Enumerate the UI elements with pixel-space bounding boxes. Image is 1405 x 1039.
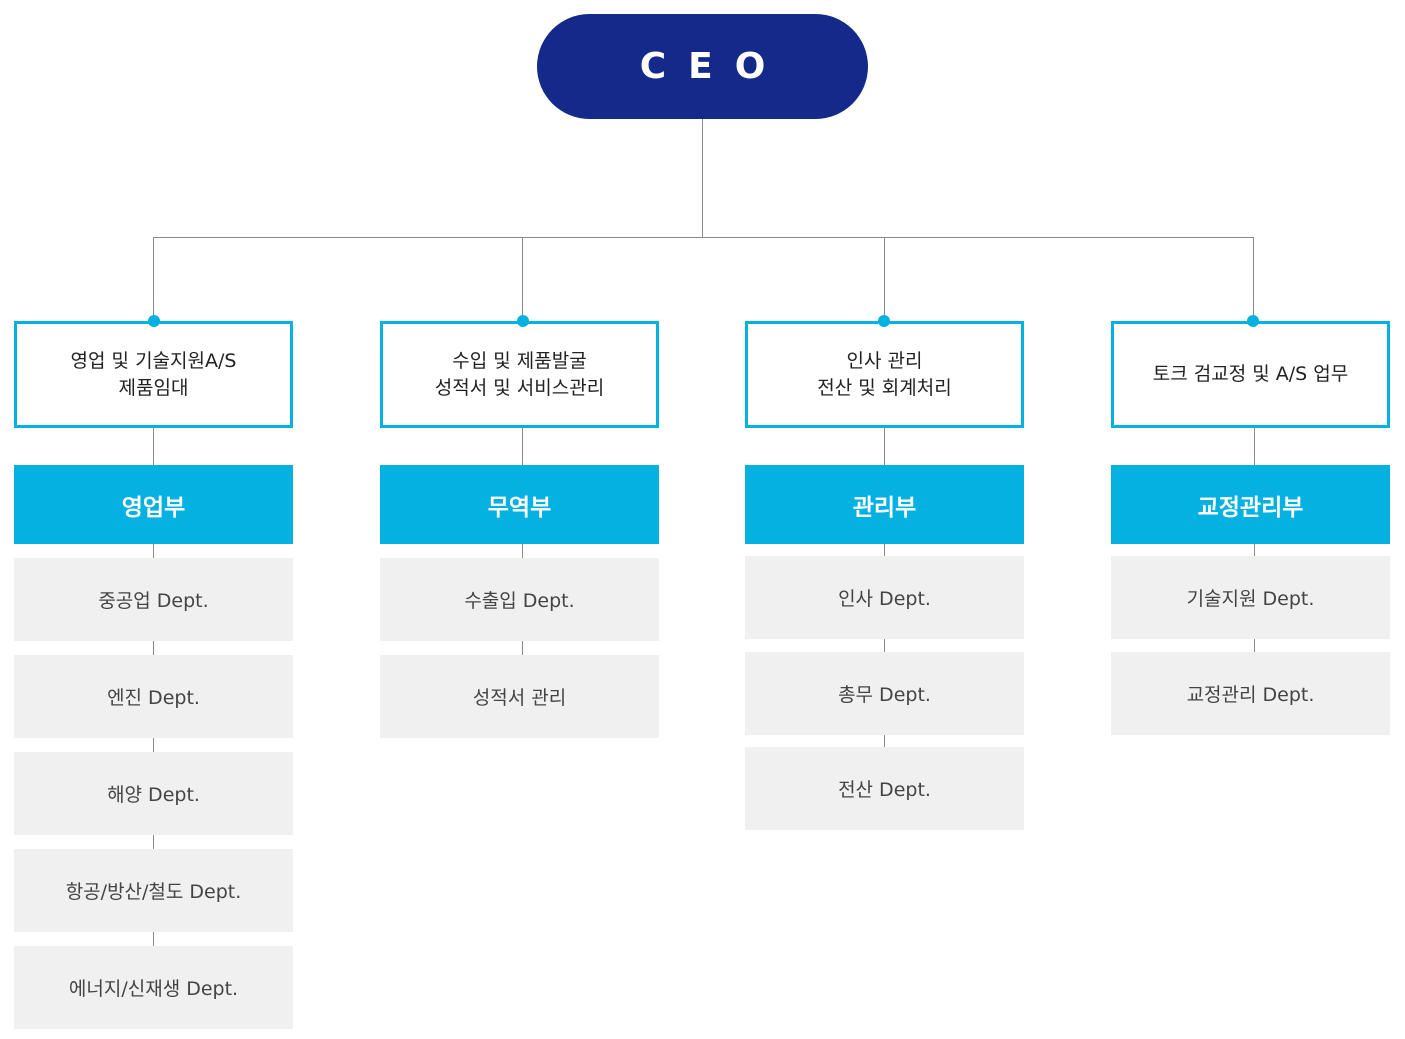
dept-admin: 관리부 xyxy=(745,465,1024,544)
sub-label: 해양 Dept. xyxy=(107,784,200,806)
dept-trade: 무역부 xyxy=(380,465,659,544)
dept-sales: 영업부 xyxy=(14,465,293,544)
dept-label: 무역부 xyxy=(487,494,552,521)
ceo-node: CEO xyxy=(537,14,868,119)
role-box-calibration: 토크 검교정 및 A/S 업무 xyxy=(1111,321,1390,428)
col2-drop xyxy=(522,237,523,321)
sub-item: 해양 Dept. xyxy=(14,752,293,835)
role-line: 제품임대 xyxy=(118,376,189,399)
sub-item: 교정관리 Dept. xyxy=(1111,652,1390,735)
ceo-connector xyxy=(702,119,703,237)
connector-dot xyxy=(1247,315,1259,327)
sub-label: 엔진 Dept. xyxy=(107,687,200,709)
sub-label: 인사 Dept. xyxy=(838,588,931,610)
connector-dot xyxy=(878,315,890,327)
sub-item: 엔진 Dept. xyxy=(14,655,293,738)
sub-label: 항공/방산/철도 Dept. xyxy=(65,881,242,903)
dept-calibration: 교정관리부 xyxy=(1111,465,1390,544)
sub-label: 총무 Dept. xyxy=(838,684,931,706)
sub-label: 교정관리 Dept. xyxy=(1186,684,1315,706)
role-line: 토크 검교정 및 A/S 업무 xyxy=(1152,363,1349,385)
sub-item: 인사 Dept. xyxy=(745,556,1024,639)
dept-label: 관리부 xyxy=(852,494,917,521)
sub-label: 성적서 관리 xyxy=(472,687,567,709)
sub-label: 에너지/신재생 Dept. xyxy=(68,978,239,1000)
dept-label: 교정관리부 xyxy=(1197,494,1304,521)
role-box-admin: 인사 관리 전산 및 회계처리 xyxy=(745,321,1024,428)
col4-drop xyxy=(1253,237,1254,321)
role-line: 전산 및 회계처리 xyxy=(817,376,952,399)
sub-item: 성적서 관리 xyxy=(380,655,659,738)
sub-item: 에너지/신재생 Dept. xyxy=(14,946,293,1029)
sub-item: 항공/방산/철도 Dept. xyxy=(14,849,293,932)
role-line: 인사 관리 xyxy=(846,349,923,372)
role-line: 수입 및 제품발굴 xyxy=(452,349,587,372)
col3-drop xyxy=(884,237,885,321)
sub-label: 기술지원 Dept. xyxy=(1186,588,1315,610)
sub-item: 수출입 Dept. xyxy=(380,558,659,641)
sub-item: 전산 Dept. xyxy=(745,747,1024,830)
sub-label: 중공업 Dept. xyxy=(98,590,209,612)
dept-label: 영업부 xyxy=(121,494,186,521)
sub-label: 수출입 Dept. xyxy=(464,590,575,612)
role-line: 영업 및 기술지원A/S xyxy=(70,349,237,372)
sub-item: 총무 Dept. xyxy=(745,652,1024,735)
sub-label: 전산 Dept. xyxy=(838,779,931,801)
branch-connector xyxy=(153,237,1254,238)
connector-dot xyxy=(517,315,529,327)
sub-item: 기술지원 Dept. xyxy=(1111,556,1390,639)
sub-item: 중공업 Dept. xyxy=(14,558,293,641)
role-box-trade: 수입 및 제품발굴 성적서 및 서비스관리 xyxy=(380,321,659,428)
col1-drop xyxy=(153,237,154,321)
ceo-label: CEO xyxy=(639,46,788,87)
role-box-sales: 영업 및 기술지원A/S 제품임대 xyxy=(14,321,293,428)
connector-dot xyxy=(148,315,160,327)
role-line: 성적서 및 서비스관리 xyxy=(434,376,605,399)
